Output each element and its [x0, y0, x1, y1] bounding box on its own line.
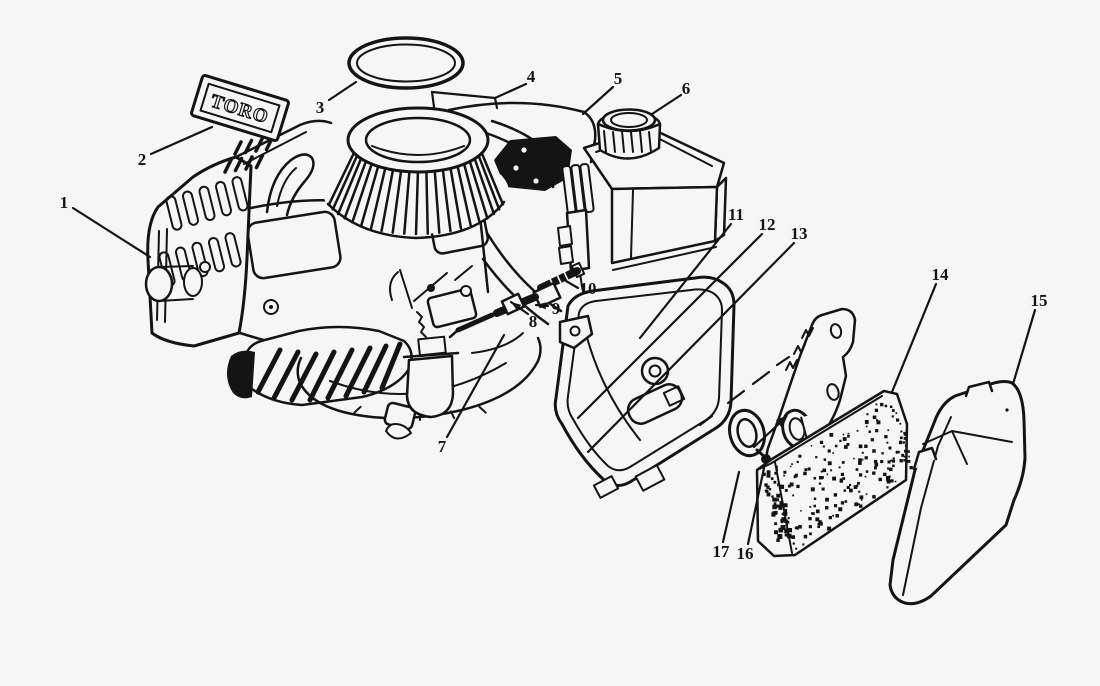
- carburetor: [389, 265, 478, 419]
- part-label-1: 1: [60, 193, 69, 212]
- flywheel-fins: [327, 146, 505, 236]
- leader-line-5: [581, 85, 615, 116]
- air-cleaner-cover: [888, 380, 1027, 606]
- part-label-8: 8: [529, 312, 538, 331]
- mounting-ear: [558, 314, 594, 350]
- part-label-2: 2: [138, 150, 147, 169]
- part-label-7: 7: [438, 437, 447, 456]
- leader-line-3: [327, 80, 358, 102]
- leader-line-16: [746, 466, 766, 546]
- leader-line-11: [638, 222, 733, 340]
- part-label-15: 15: [1031, 291, 1048, 310]
- part-label-17: 17: [713, 542, 731, 561]
- float-bowl: [405, 354, 455, 419]
- leader-line-10: [564, 279, 580, 290]
- gasket-o-ring: [347, 36, 465, 90]
- upper-muffler: [494, 136, 572, 191]
- leader-line-2: [149, 125, 214, 156]
- leader-tick-4: [493, 96, 499, 110]
- leader-tick-4: [430, 90, 436, 109]
- part-label-9: 9: [552, 299, 561, 318]
- oil-fill-boss: [144, 261, 211, 303]
- seal-rings: [728, 408, 817, 472]
- assembly-arrow: [776, 415, 788, 428]
- part-label-5: 5: [614, 69, 623, 88]
- part-label-10: 10: [580, 279, 597, 298]
- part-label-12: 12: [759, 215, 776, 234]
- foam-texture: [762, 402, 913, 550]
- axis-dashes: [698, 355, 791, 427]
- part-label-11: 11: [728, 205, 744, 224]
- heat-shield: [561, 163, 595, 215]
- part-label-16: 16: [737, 544, 754, 563]
- foam-filter-element: [755, 389, 913, 558]
- engine-shroud: [144, 119, 333, 348]
- part-label-4: 4: [527, 67, 536, 86]
- flywheel-screen: [323, 106, 509, 240]
- leader-line-15: [1011, 308, 1037, 386]
- leader-line-12: [576, 232, 764, 420]
- leader-line-1: [71, 206, 152, 259]
- part-label-13: 13: [791, 224, 808, 243]
- leader-arrowhead-8: [511, 302, 522, 311]
- part-label-6: 6: [682, 79, 691, 98]
- leader-line-6: [650, 93, 683, 116]
- leader-arrowhead-9: [536, 302, 547, 310]
- cap-ribs: [603, 130, 652, 153]
- top-vent-slots: [223, 135, 275, 174]
- air-cleaner-body: [553, 275, 736, 499]
- part-label-14: 14: [932, 265, 950, 284]
- fuel-cap: [596, 108, 662, 160]
- leader-line-14: [890, 282, 938, 394]
- part-label-3: 3: [316, 98, 325, 117]
- leader-line-7: [445, 333, 506, 439]
- toro-nameplate: TORO: [190, 74, 290, 142]
- leader-line-4: [430, 82, 528, 100]
- leader-line-17: [721, 470, 741, 544]
- shroud-handle: [265, 153, 315, 217]
- leader-line-13: [586, 241, 796, 454]
